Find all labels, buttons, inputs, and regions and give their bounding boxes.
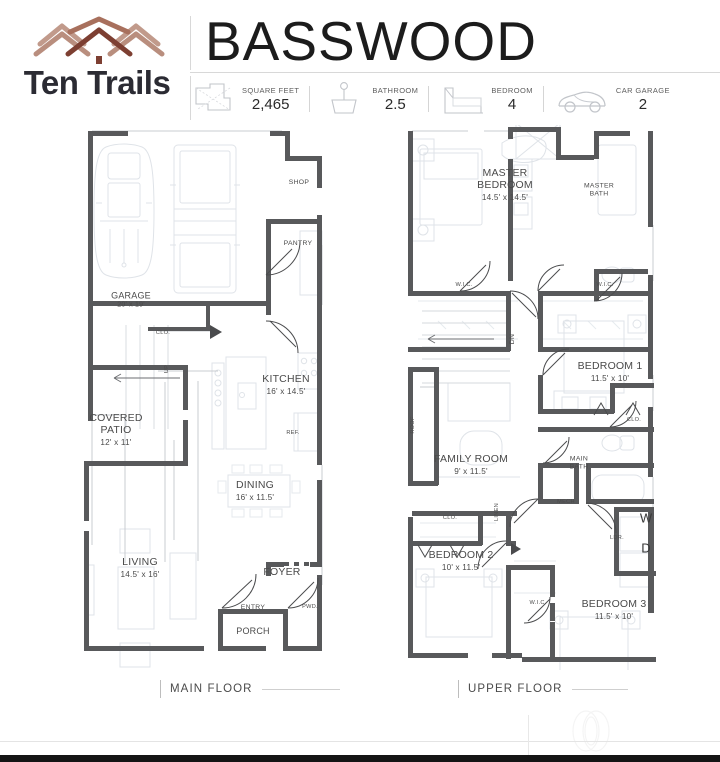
stat-bedroom: BEDROOM 4 [439, 76, 533, 122]
caption-rule [261, 688, 340, 690]
floorplan-outline-icon [190, 80, 236, 118]
caption-tick [458, 680, 459, 698]
stat-divider [542, 86, 544, 112]
stat-label: BATHROOM [372, 85, 419, 95]
upper-floor-plan [398, 125, 670, 670]
main-floor-plan [70, 125, 340, 670]
plan-title: BASSWOOD [205, 10, 537, 72]
caption-rule [571, 688, 628, 690]
bathtub-icon [320, 80, 366, 118]
footer-divider [528, 715, 529, 762]
stat-value: 2,465 [251, 95, 290, 113]
mountain-chevron-icon [33, 16, 165, 64]
stat-divider [309, 86, 311, 112]
stat-car-garage: CAR GARAGE 2 [554, 76, 670, 122]
footer-rule [0, 741, 720, 742]
stat-bathroom: BATHROOM 2.5 [320, 76, 418, 122]
car-icon [554, 80, 610, 118]
watermark-logo-icon [572, 710, 610, 752]
caption-main-floor: MAIN FLOOR [160, 678, 340, 700]
footer-bar [0, 755, 720, 762]
stat-value: 2.5 [384, 95, 406, 113]
stat-label: CAR GARAGE [615, 85, 670, 95]
stats-bar: SQUARE FEET 2,465 BATHROOM 2.5 [190, 76, 715, 122]
caption-label: UPPER FLOOR [468, 683, 563, 695]
brand-logo: Ten Trails [8, 16, 186, 114]
stat-label: SQUARE FEET [242, 85, 300, 95]
header-rule [190, 72, 720, 73]
stat-label: BEDROOM [491, 85, 533, 95]
header-divider-top [190, 16, 191, 70]
stat-value: 2 [638, 95, 648, 113]
brand-name: Ten Trails [23, 64, 171, 101]
stat-square-feet: SQUARE FEET 2,465 [190, 76, 299, 122]
bed-icon [439, 80, 485, 118]
sheet-header: Ten Trails BASSWOOD SQUARE FEET 2,465 [0, 0, 720, 122]
caption-tick [160, 680, 161, 698]
stat-value: 4 [507, 95, 517, 113]
header-divider-bottom [190, 76, 191, 120]
caption-upper-floor: UPPER FLOOR [458, 678, 628, 700]
caption-label: MAIN FLOOR [170, 683, 253, 695]
stat-divider [428, 86, 430, 112]
